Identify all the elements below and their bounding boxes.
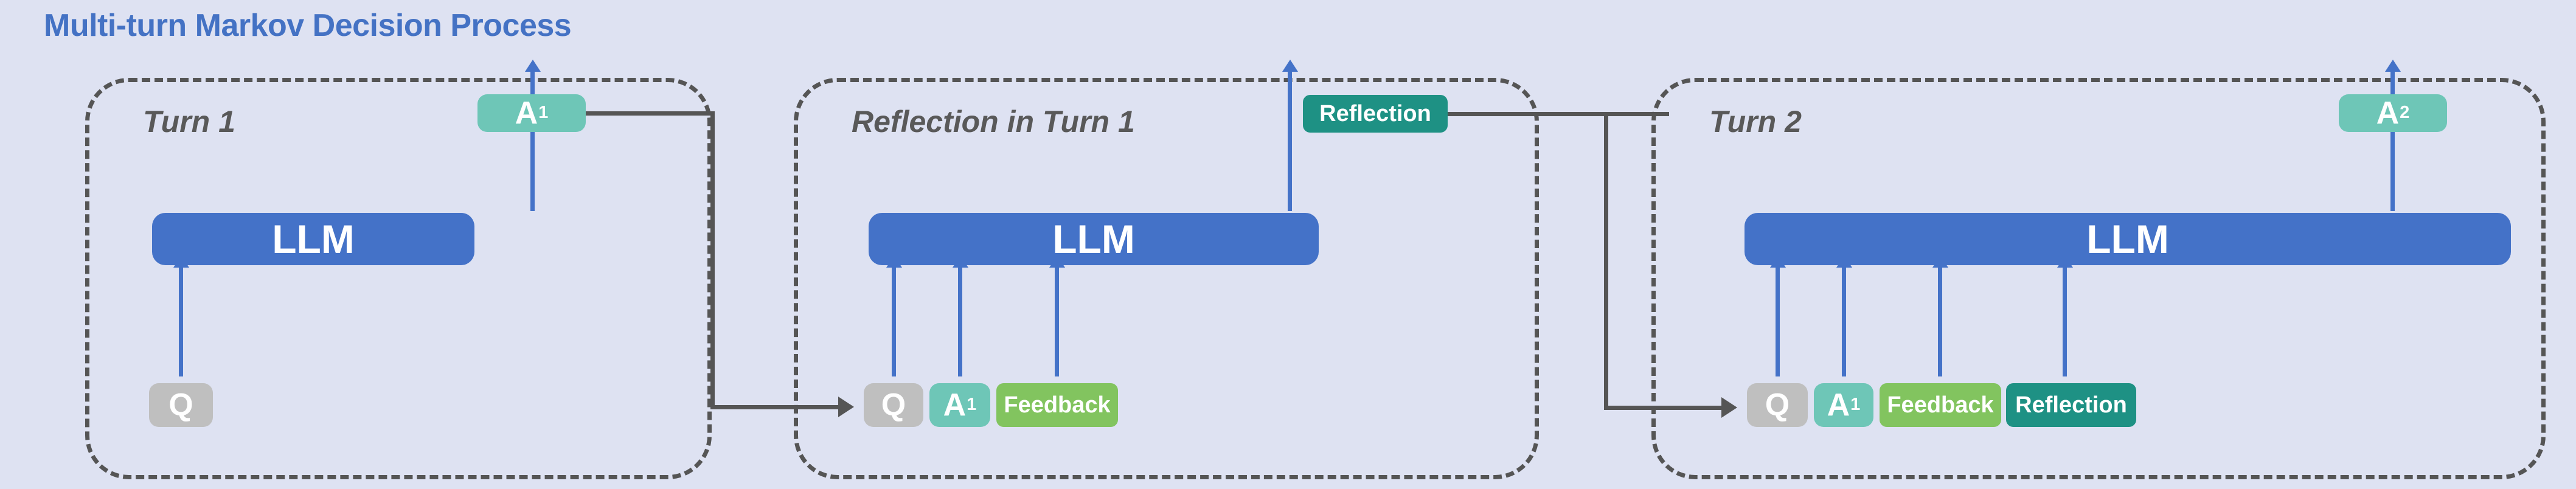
node-q-reflection-label: Q	[881, 387, 906, 423]
node-llm-turn2-label: LLM	[2086, 217, 2169, 262]
connector-2-arrowhead-icon	[1721, 397, 1737, 418]
node-llm-reflection[interactable]: LLM	[869, 213, 1319, 265]
node-a1-reflection-label: A	[943, 387, 967, 423]
arrow-a1-to-llm-turn2	[1842, 266, 1846, 376]
panel-turn2-label: Turn 2	[1709, 105, 1802, 139]
panel-turn1: Turn 1	[85, 78, 712, 479]
node-a1-turn2-label: A	[1827, 387, 1850, 423]
node-a1-turn2-sub: 1	[1850, 395, 1861, 415]
node-llm-turn2[interactable]: LLM	[1745, 213, 2511, 265]
arrow-q-to-llm-turn1	[179, 266, 183, 376]
arrow-feedback-to-llm-reflection	[1055, 266, 1059, 376]
arrow-llm-to-a1-turn1	[530, 70, 535, 211]
arrow-llm-to-a2-turn2	[2390, 70, 2395, 211]
node-feedback-turn2[interactable]: Feedback	[1880, 383, 2001, 427]
connector-1-segment-bottom	[710, 405, 843, 409]
node-a2-turn2-label: A	[2376, 95, 2400, 131]
connector-1-arrowhead-icon	[838, 397, 854, 417]
node-q-turn2[interactable]: Q	[1747, 383, 1808, 427]
page-title: Multi-turn Markov Decision Process	[44, 8, 572, 43]
panel-reflection-turn1-label: Reflection in Turn 1	[852, 105, 1135, 139]
node-feedback-reflection[interactable]: Feedback	[996, 383, 1118, 427]
node-a1-turn1-sub: 1	[538, 103, 549, 123]
node-q-turn1-label: Q	[168, 387, 193, 423]
panel-reflection-turn1: Reflection in Turn 1	[794, 78, 1539, 479]
node-llm-turn1[interactable]: LLM	[152, 213, 474, 265]
connector-1-segment-top	[586, 111, 715, 116]
node-reflection-turn2[interactable]: Reflection	[2006, 383, 2136, 427]
node-reflection-turn2-label: Reflection	[2015, 392, 2127, 418]
node-llm-turn1-label: LLM	[272, 217, 355, 262]
node-a1-turn1-label: A	[515, 95, 538, 131]
node-reflection-output-label: Reflection	[1319, 101, 1431, 127]
node-q-turn1[interactable]: Q	[149, 383, 213, 427]
connector-2-segment-bottom	[1604, 406, 1727, 410]
arrow-llm-to-reflection	[1288, 70, 1292, 211]
connector-1-segment-vertical	[710, 111, 715, 409]
arrow-reflection-to-llm-turn2	[2063, 266, 2067, 376]
node-a2-turn2-sub: 2	[2400, 103, 2410, 123]
node-q-turn2-label: Q	[1765, 387, 1790, 423]
node-llm-reflection-label: LLM	[1052, 217, 1135, 262]
panel-turn1-label: Turn 1	[143, 105, 235, 139]
connector-2-segment-vertical	[1604, 112, 1608, 410]
panel-turn2: Turn 2	[1651, 78, 2546, 479]
arrow-a1-to-llm-reflection	[958, 266, 962, 376]
arrow-q-to-llm-turn2	[1776, 266, 1780, 376]
node-reflection-output[interactable]: Reflection	[1303, 95, 1448, 133]
arrow-feedback-to-llm-turn2	[1938, 266, 1942, 376]
node-a1-reflection-sub: 1	[967, 395, 977, 415]
connector-2-segment-top	[1448, 112, 1669, 116]
node-q-reflection[interactable]: Q	[864, 383, 923, 427]
node-feedback-reflection-label: Feedback	[1004, 392, 1111, 418]
arrow-q-to-llm-reflection	[892, 266, 896, 376]
node-feedback-turn2-label: Feedback	[1887, 392, 1994, 418]
